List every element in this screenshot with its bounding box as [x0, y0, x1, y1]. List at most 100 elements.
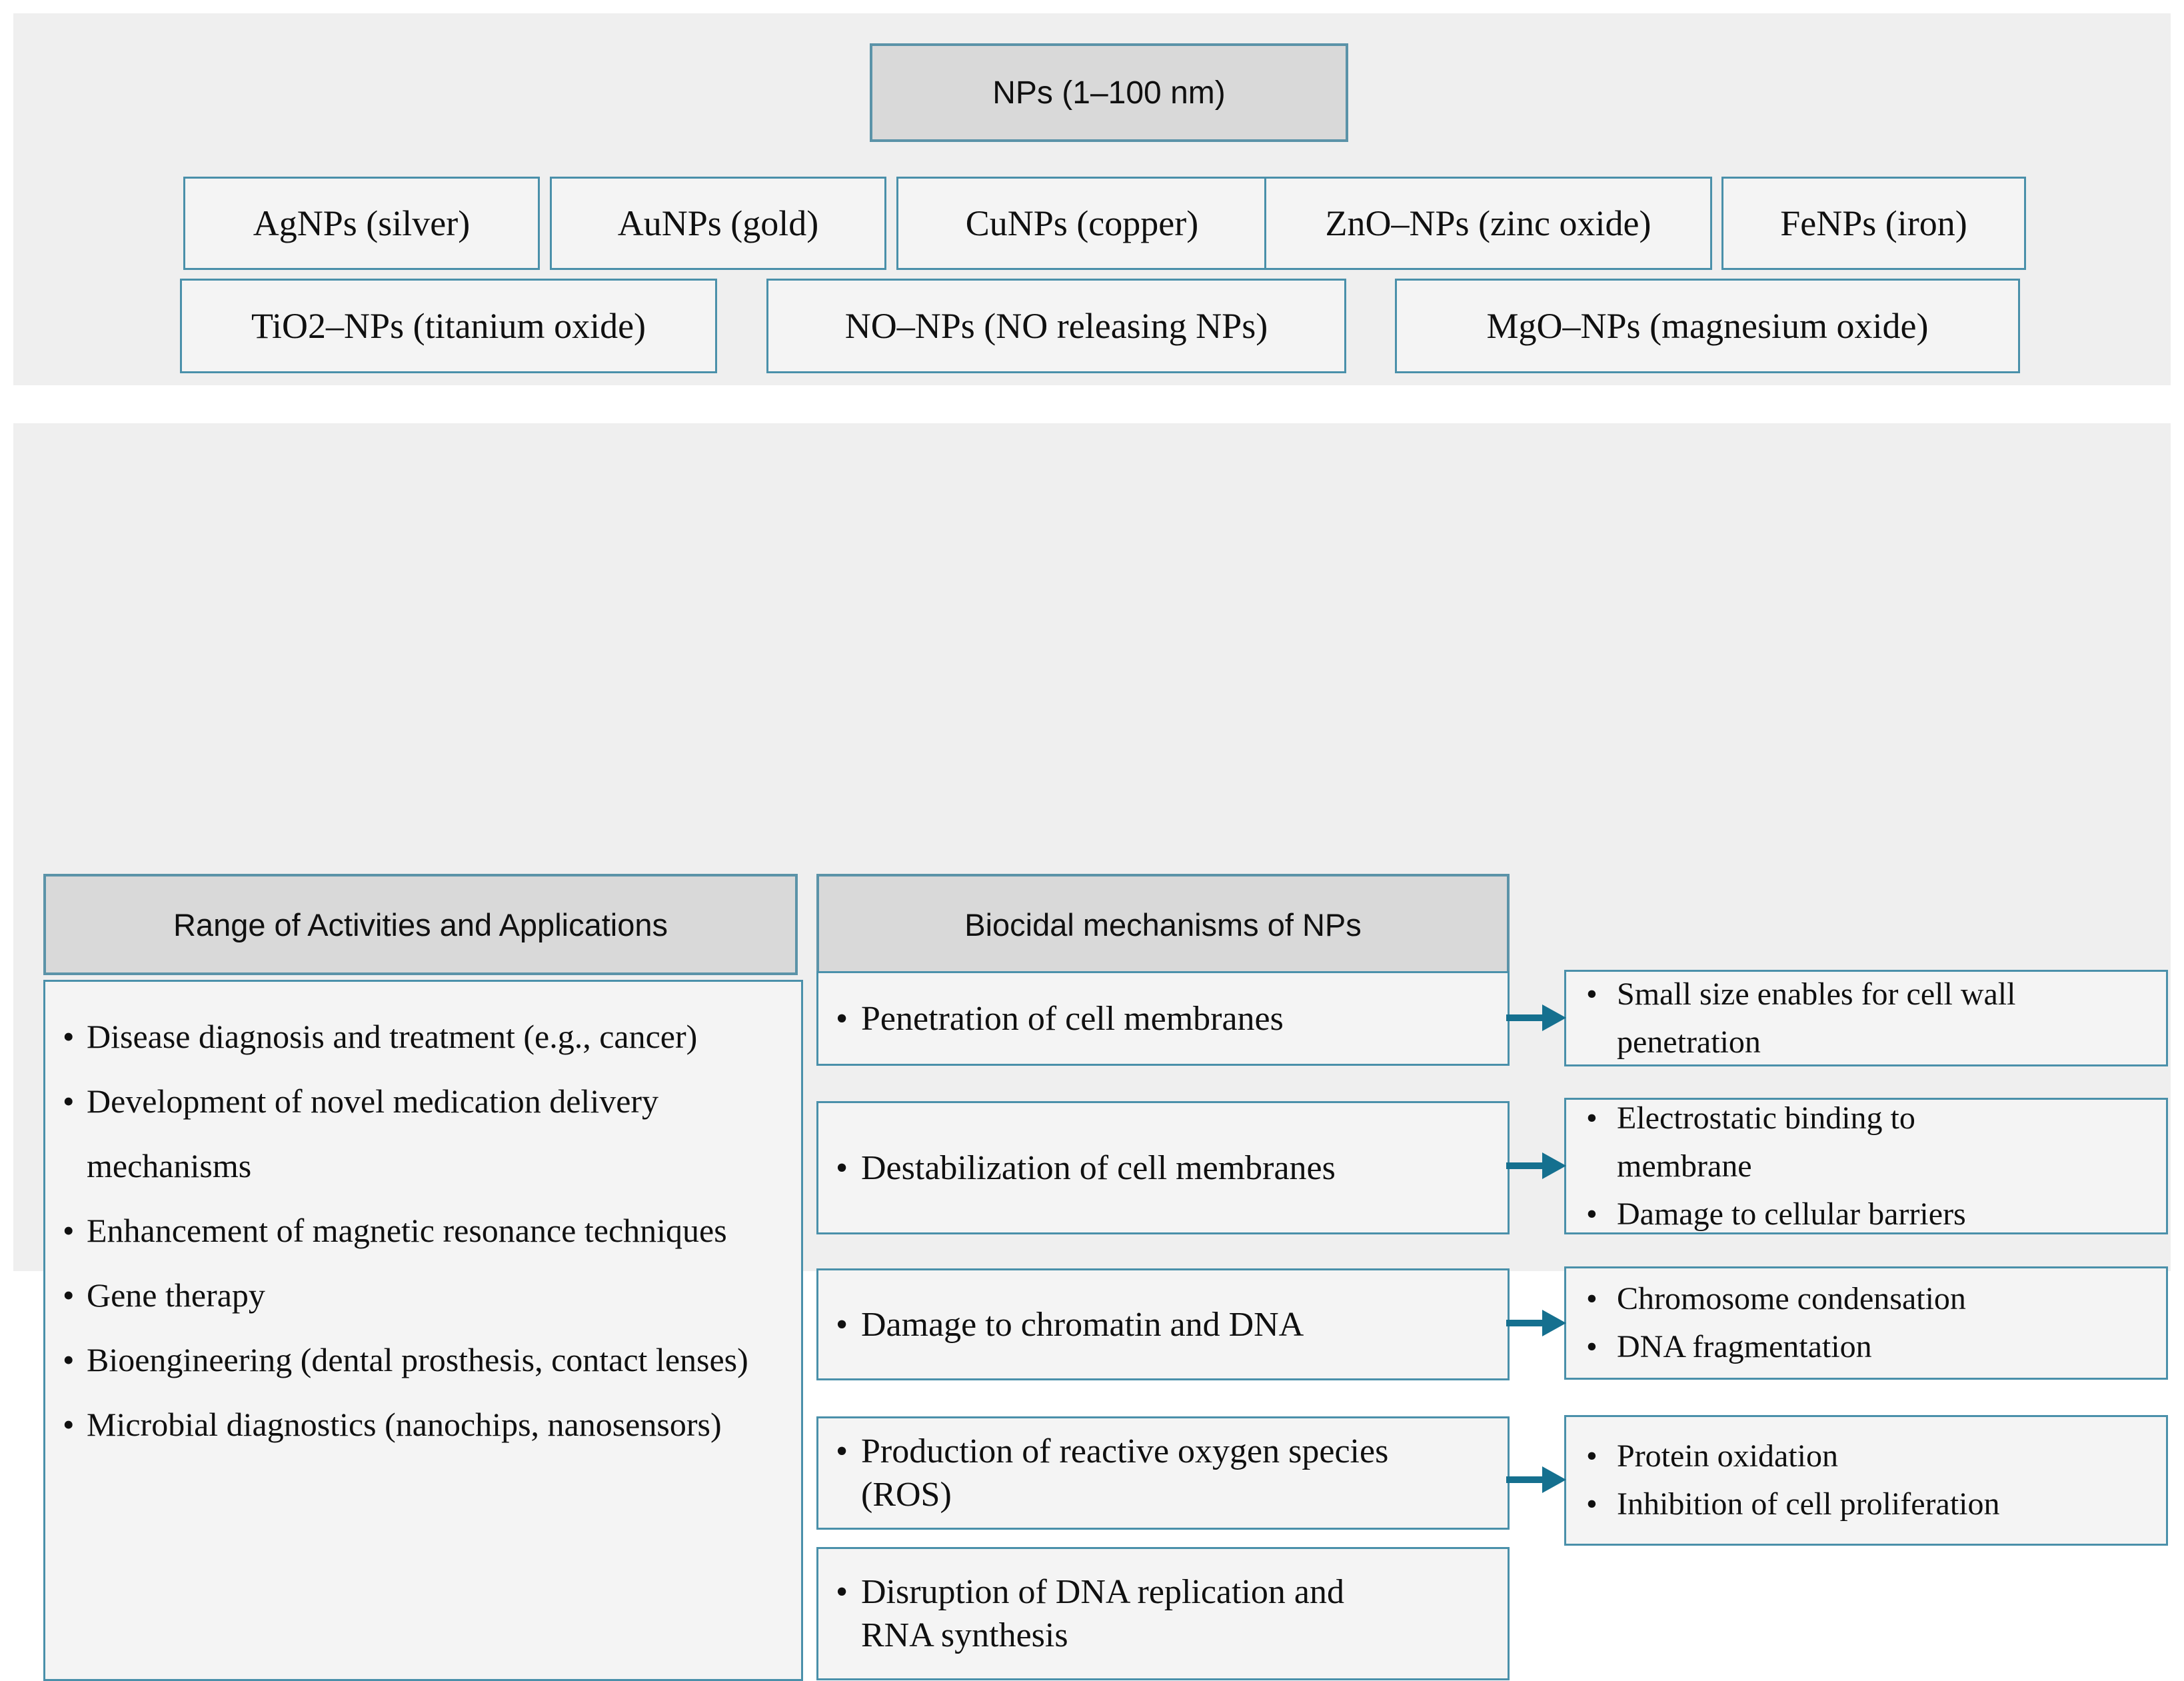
bullet-icon: • — [63, 1406, 75, 1443]
bullet-icon: • — [836, 1148, 848, 1187]
bullet-icon: • — [1586, 1438, 1598, 1474]
arrow-shaft — [1506, 1014, 1545, 1021]
bullet-icon: • — [836, 1432, 848, 1470]
mechanism-text: Production of reactive oxygen species (R… — [861, 1432, 1389, 1514]
effect-text: Chromosome condensation — [1617, 1281, 1966, 1316]
effect-item: • Small size enables for cell wall penet… — [1586, 970, 2073, 1066]
bullet-icon: • — [1586, 1486, 1598, 1522]
mechanism-box-penetration: • Penetration of cell membranes — [816, 971, 1510, 1066]
effect-item: • Damage to cellular barriers — [1586, 1190, 2039, 1238]
effect-text: Small size enables for cell wall penetra… — [1617, 976, 2016, 1060]
mechanism-text: Disruption of DNA replication and RNA sy… — [861, 1573, 1344, 1654]
effect-box-protein: • Protein oxidation • Inhibition of cell… — [1564, 1415, 2168, 1546]
np-type-copper: CuNPs (copper) — [896, 177, 1268, 270]
effect-text: Protein oxidation — [1617, 1438, 1838, 1474]
bullet-icon: • — [63, 1212, 75, 1249]
bullet-icon: • — [836, 1305, 848, 1344]
arrow-head — [1542, 1152, 1566, 1179]
right-arrow-icon — [1506, 1152, 1566, 1179]
mechanism-item: • Damage to chromatin and DNA — [836, 1303, 1304, 1346]
activities-header-label: Range of Activities and Applications — [173, 906, 668, 942]
activities-list-box: • Disease diagnosis and treatment (e.g.,… — [43, 980, 803, 1681]
mechanisms-header-box: Biocidal mechanisms of NPs — [816, 874, 1510, 975]
effect-box-chromosome: • Chromosome condensation • DNA fragment… — [1564, 1266, 2168, 1380]
mechanism-box-ros: • Production of reactive oxygen species … — [816, 1416, 1510, 1530]
mechanism-box-destabilization: • Destabilization of cell membranes — [816, 1101, 1510, 1234]
np-type-label: MgO–NPs (magnesium oxide) — [1486, 306, 1929, 346]
mechanism-item: • Production of reactive oxygen species … — [836, 1430, 1488, 1516]
mechanism-box-chromatin-damage: • Damage to chromatin and DNA — [816, 1268, 1510, 1380]
list-item: • Bioengineering (dental prosthesis, con… — [63, 1328, 768, 1392]
mechanisms-panel: Range of Activities and Applications Bio… — [13, 423, 2171, 1681]
list-item: • Gene therapy — [63, 1263, 768, 1328]
bullet-icon: • — [836, 999, 848, 1038]
bullet-icon: • — [1586, 1281, 1598, 1316]
np-type-label: NO–NPs (NO releasing NPs) — [844, 306, 1268, 346]
mechanism-text: Penetration of cell membranes — [861, 999, 1284, 1038]
effect-item: • Protein oxidation — [1586, 1432, 2142, 1480]
bullet-icon: • — [1586, 1196, 1598, 1232]
np-type-label: AgNPs (silver) — [253, 203, 471, 243]
bullet-icon: • — [63, 1276, 75, 1314]
np-type-titanium-oxide: TiO2–NPs (titanium oxide) — [180, 279, 717, 373]
list-item-text: Development of novel medication delivery… — [87, 1082, 659, 1184]
np-types-panel: NPs (1–100 nm) AgNPs (silver) AuNPs (gol… — [13, 13, 2171, 385]
list-item-text: Gene therapy — [87, 1276, 265, 1314]
mechanism-text: Damage to chromatin and DNA — [861, 1305, 1304, 1344]
bullet-icon: • — [63, 1341, 75, 1378]
list-item: • Disease diagnosis and treatment (e.g.,… — [63, 1004, 768, 1069]
list-item-text: Disease diagnosis and treatment (e.g., c… — [87, 1018, 698, 1055]
bullet-icon: • — [836, 1573, 848, 1611]
bullet-icon: • — [1586, 1100, 1598, 1136]
bullet-icon: • — [63, 1082, 75, 1120]
arrow-head — [1542, 1466, 1566, 1493]
np-type-silver: AgNPs (silver) — [183, 177, 540, 270]
arrow-shaft — [1506, 1476, 1545, 1483]
effect-text: Damage to cellular barriers — [1617, 1196, 1966, 1232]
list-item: • Development of novel medication delive… — [63, 1069, 768, 1198]
list-item-text: Enhancement of magnetic resonance techni… — [87, 1212, 727, 1249]
np-type-label: CuNPs (copper) — [965, 203, 1199, 243]
np-type-label: FeNPs (iron) — [1780, 203, 1967, 243]
list-item-text: Microbial diagnostics (nanochips, nanose… — [87, 1406, 722, 1443]
right-arrow-icon — [1506, 1466, 1566, 1493]
effect-box-membrane: • Electrostatic binding to membrane • Da… — [1564, 1098, 2168, 1234]
list-item: • Microbial diagnostics (nanochips, nano… — [63, 1392, 768, 1457]
mechanisms-header-label: Biocidal mechanisms of NPs — [964, 906, 1362, 942]
np-type-gold: AuNPs (gold) — [550, 177, 886, 270]
bullet-icon: • — [63, 1018, 75, 1055]
arrow-head — [1542, 1004, 1566, 1031]
effect-item: • Inhibition of cell proliferation — [1586, 1480, 2142, 1528]
effect-text: Electrostatic binding to membrane — [1617, 1100, 1915, 1184]
list-item-text: Bioengineering (dental prosthesis, conta… — [87, 1341, 748, 1378]
arrow-shaft — [1506, 1162, 1545, 1169]
effect-item: • Electrostatic binding to membrane — [1586, 1094, 2039, 1190]
np-type-no-releasing: NO–NPs (NO releasing NPs) — [766, 279, 1346, 373]
bullet-icon: • — [1586, 976, 1598, 1012]
np-type-label: AuNPs (gold) — [617, 203, 819, 243]
mechanism-item: • Disruption of DNA replication and RNA … — [836, 1570, 1408, 1657]
effect-text: DNA fragmentation — [1617, 1329, 1872, 1364]
np-type-zinc-oxide: ZnO–NPs (zinc oxide) — [1264, 177, 1712, 270]
np-type-magnesium-oxide: MgO–NPs (magnesium oxide) — [1395, 279, 2020, 373]
mechanism-text: Destabilization of cell membranes — [861, 1148, 1336, 1187]
list-item: • Enhancement of magnetic resonance tech… — [63, 1198, 768, 1263]
mechanism-box-dna-replication: • Disruption of DNA replication and RNA … — [816, 1547, 1510, 1680]
np-type-iron: FeNPs (iron) — [1721, 177, 2026, 270]
mechanism-item: • Penetration of cell membranes — [836, 997, 1284, 1040]
np-size-title-box: NPs (1–100 nm) — [870, 43, 1348, 142]
right-arrow-icon — [1506, 1004, 1566, 1031]
effect-text: Inhibition of cell proliferation — [1617, 1486, 2000, 1522]
mechanism-item: • Destabilization of cell membranes — [836, 1146, 1336, 1190]
np-type-label: ZnO–NPs (zinc oxide) — [1325, 203, 1651, 243]
effect-box-cell-wall: • Small size enables for cell wall penet… — [1564, 970, 2168, 1066]
effect-item: • DNA fragmentation — [1586, 1323, 2142, 1371]
arrow-shaft — [1506, 1320, 1545, 1326]
effect-item: • Chromosome condensation — [1586, 1275, 2142, 1323]
np-size-title: NPs (1–100 nm) — [992, 75, 1226, 111]
right-arrow-icon — [1506, 1310, 1566, 1336]
arrow-head — [1542, 1310, 1566, 1336]
np-type-label: TiO2–NPs (titanium oxide) — [251, 306, 646, 346]
activities-header-box: Range of Activities and Applications — [43, 874, 798, 975]
bullet-icon: • — [1586, 1329, 1598, 1364]
